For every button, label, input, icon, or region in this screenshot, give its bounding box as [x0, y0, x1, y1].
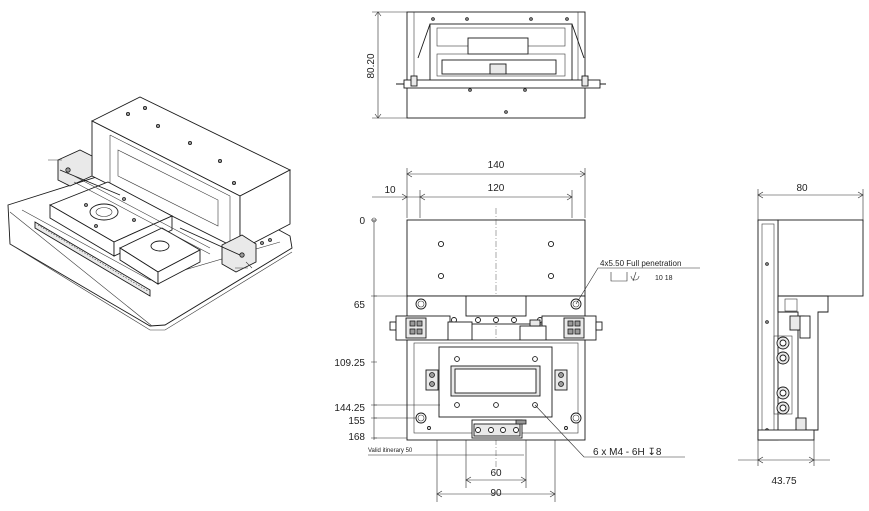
iso-upper-housing-side: [239, 169, 291, 251]
note-travel: Valid itinerary 50: [368, 448, 413, 454]
dim-y-144: 144.25: [334, 403, 365, 414]
corner-hole: [570, 412, 582, 424]
dim-y-109: 109.25: [334, 358, 365, 369]
isometric-view: [7, 96, 293, 331]
dim-side-80: 80: [796, 183, 808, 194]
note-hole-callout: 10 18: [655, 275, 673, 282]
note-hole: 4x5.50 Full penetration: [600, 259, 681, 268]
dim-y-168: 168: [348, 432, 365, 443]
note-thread: 6 x M4 - 6H ↧8: [593, 447, 662, 458]
dim-bottom-90: 90: [490, 488, 502, 499]
top-view: 80.20: [366, 11, 606, 119]
dim-bottom-60: 60: [490, 468, 502, 479]
dim-width-140: 140: [488, 160, 505, 171]
dim-top-height: 80.20: [366, 53, 377, 78]
dim-y-0: 0: [359, 216, 365, 227]
side-upper-housing: [777, 219, 864, 297]
front-view: 140 120 10: [334, 160, 700, 502]
dim-side-4375: 43.75: [771, 476, 796, 487]
dim-y-155: 155: [348, 416, 365, 427]
corner-hole: [415, 298, 427, 310]
dim-y-65: 65: [354, 300, 366, 311]
dim-width-120: 120: [488, 183, 505, 194]
side-view: 80 43.75: [738, 183, 864, 487]
corner-hole: [415, 412, 427, 424]
dim-offset-10: 10: [384, 185, 396, 196]
